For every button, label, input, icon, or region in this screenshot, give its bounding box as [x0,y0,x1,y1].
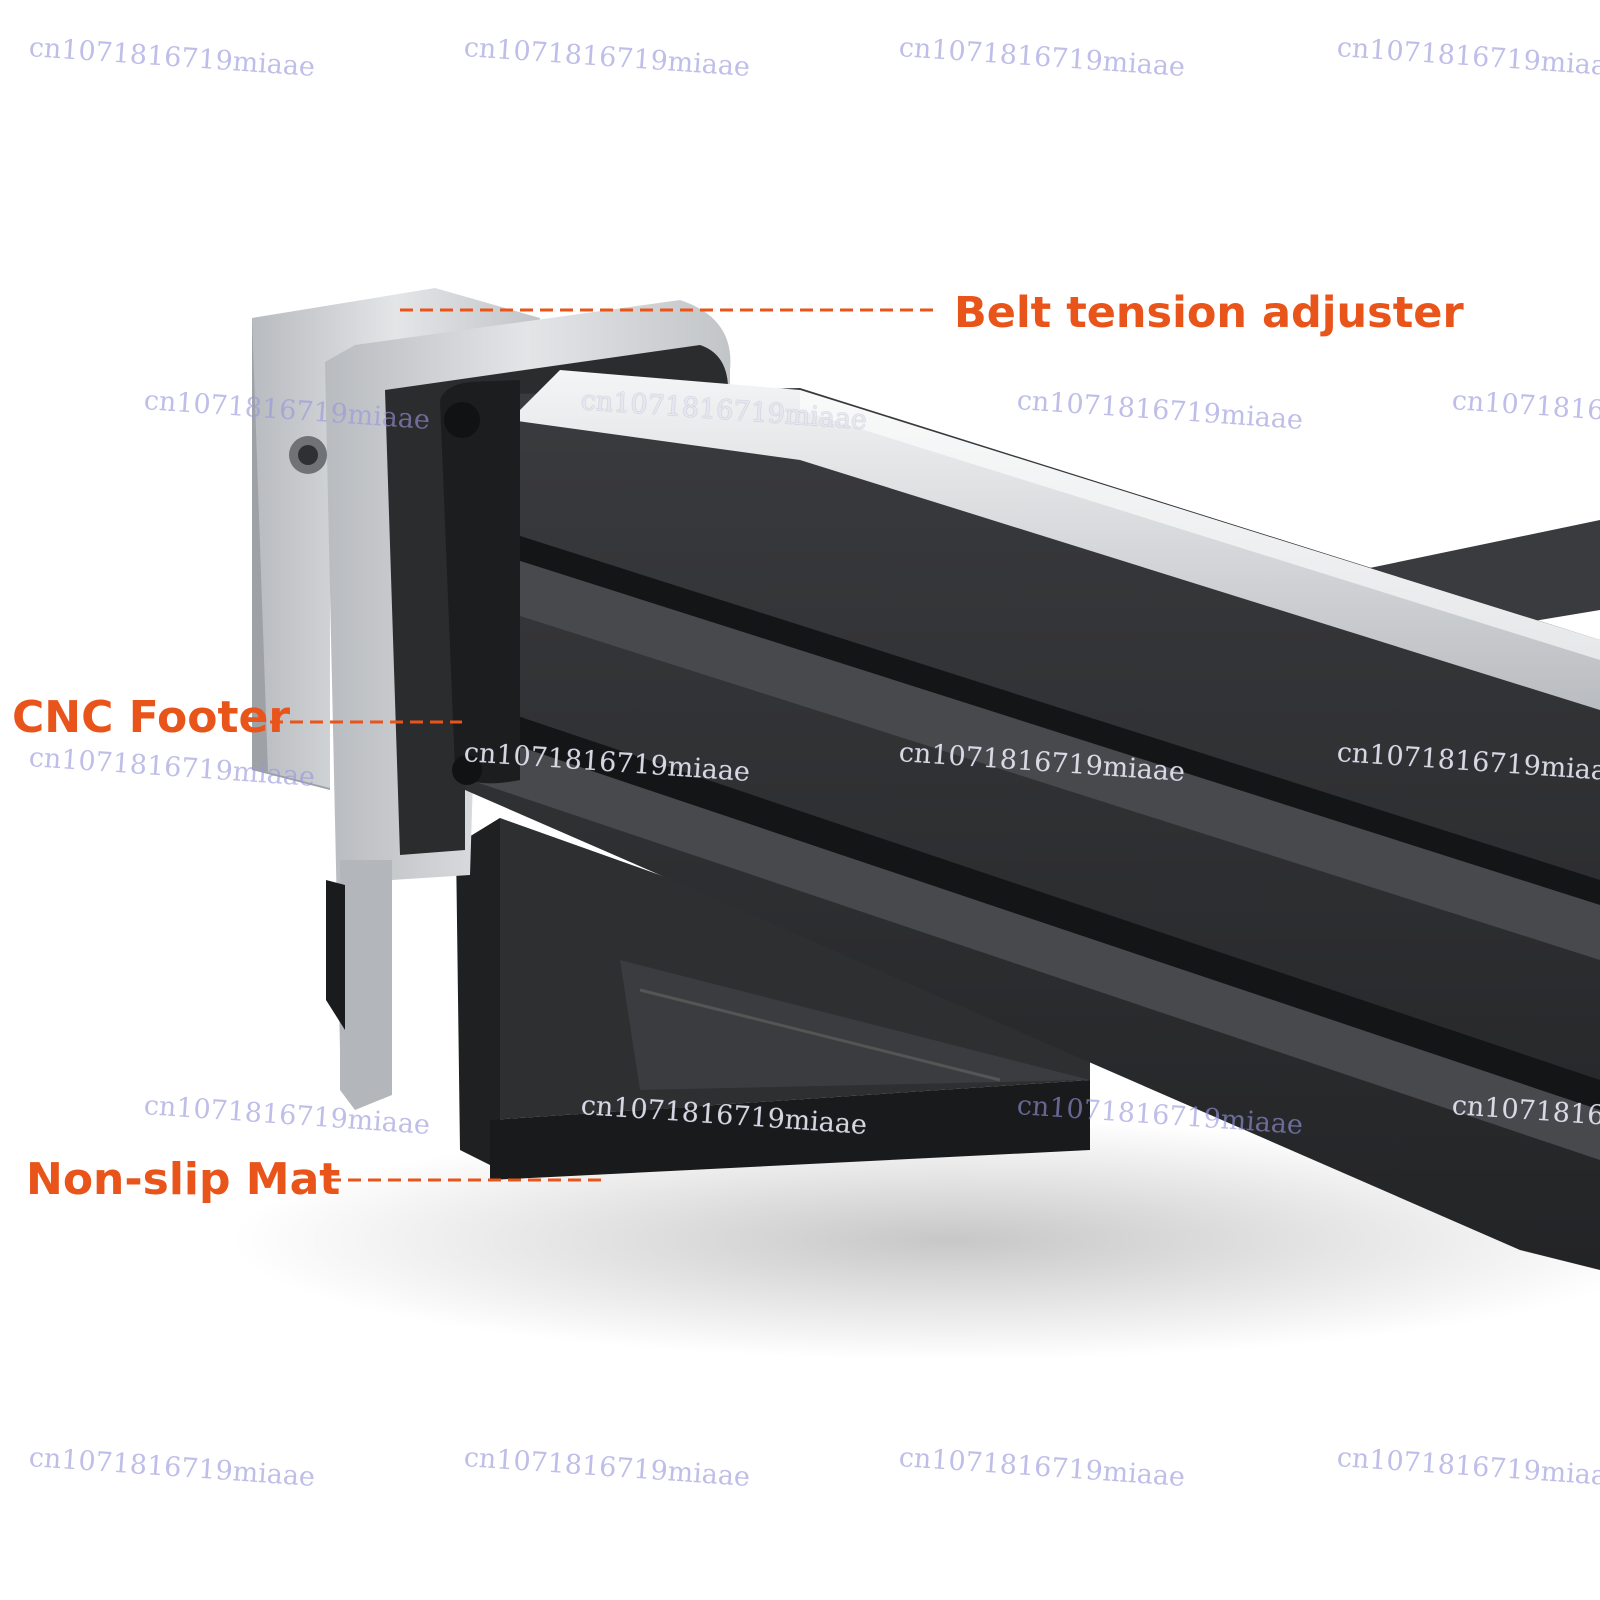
non-slip-mat [456,818,1090,1180]
label-belt-tension-adjuster: Belt tension adjuster [954,288,1464,338]
linear-rail [510,370,1600,710]
footer-tab [326,880,345,1030]
rail-profile [440,370,1600,1270]
label-cnc-footer: CNC Footer [12,692,291,743]
label-non-slip-mat: Non-slip Mat [26,1154,341,1205]
